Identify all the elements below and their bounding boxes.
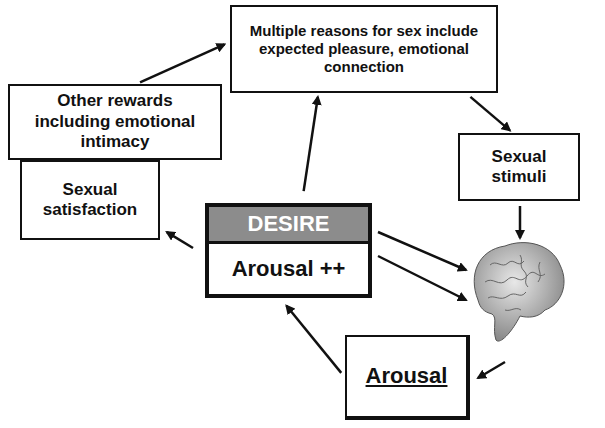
desire-box: DESIREArousal ++	[205, 203, 372, 298]
arrow-from-brain	[478, 362, 505, 378]
node-text: Arousal ++	[209, 241, 368, 294]
process-box: Sexual satisfaction	[20, 160, 160, 240]
process-box: Other rewards including emotional intima…	[8, 84, 222, 160]
flow-arrow	[304, 97, 318, 191]
arrow-to-brain	[378, 232, 466, 270]
flow-arrow	[470, 97, 509, 131]
arrow-to-brain	[378, 256, 466, 300]
process-box: Multiple reasons for sex include expecte…	[230, 5, 498, 93]
brain	[474, 243, 564, 341]
desire-header: DESIRE	[209, 207, 368, 241]
node-text: Multiple reasons for sex include expecte…	[240, 22, 488, 76]
process-box: Sexual stimuli	[458, 133, 580, 201]
node-text: Sexual satisfaction	[30, 180, 150, 221]
process-box: Arousal	[345, 335, 470, 420]
flow-arrow	[140, 44, 224, 82]
node-text: Arousal	[366, 363, 448, 389]
node-text: Sexual stimuli	[468, 147, 570, 188]
flow-arrow	[167, 232, 193, 248]
node-text: Other rewards including emotional intima…	[18, 91, 212, 152]
arrow-to-brain	[519, 206, 522, 238]
flow-arrow	[286, 306, 341, 373]
